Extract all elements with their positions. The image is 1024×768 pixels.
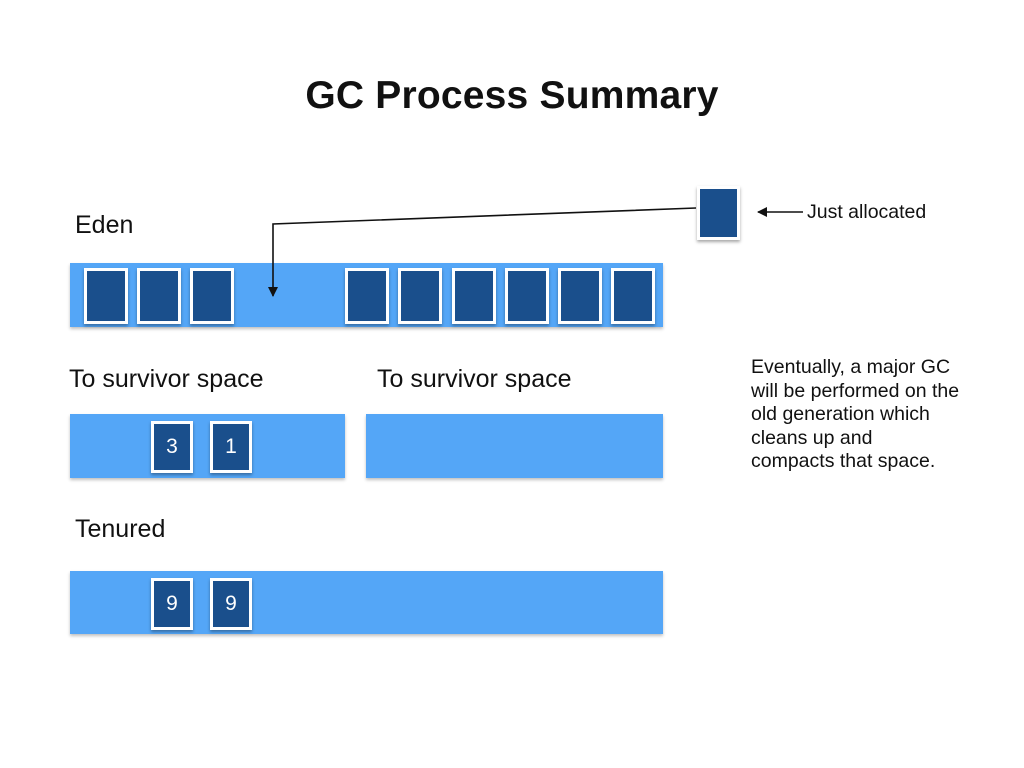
allocation-arrow [268,207,697,297]
eden-object [398,268,442,324]
tenured-object: 9 [151,578,193,630]
eden-object [84,268,128,324]
survivor-object: 3 [151,421,193,473]
eden-object [558,268,602,324]
eden-object [345,268,389,324]
eden-object [505,268,549,324]
page-title: GC Process Summary [305,74,719,117]
just-allocated-label: Just allocated [807,201,927,223]
survivor-left-space [70,414,345,478]
tenured-label: Tenured [75,515,166,543]
eden-object [137,268,181,324]
eden-object [611,268,655,324]
major-gc-note: Eventually, a major GC will be performed… [751,356,960,472]
survivor-object: 1 [210,421,252,473]
tenured-object: 9 [210,578,252,630]
survivor-left-label: To survivor space [69,365,264,393]
eden-object [452,268,496,324]
just-allocated-object [697,186,740,240]
eden-object [190,268,234,324]
survivor-right-label: To survivor space [377,365,572,393]
eden-label: Eden [75,211,134,239]
survivor-right-space [366,414,663,478]
